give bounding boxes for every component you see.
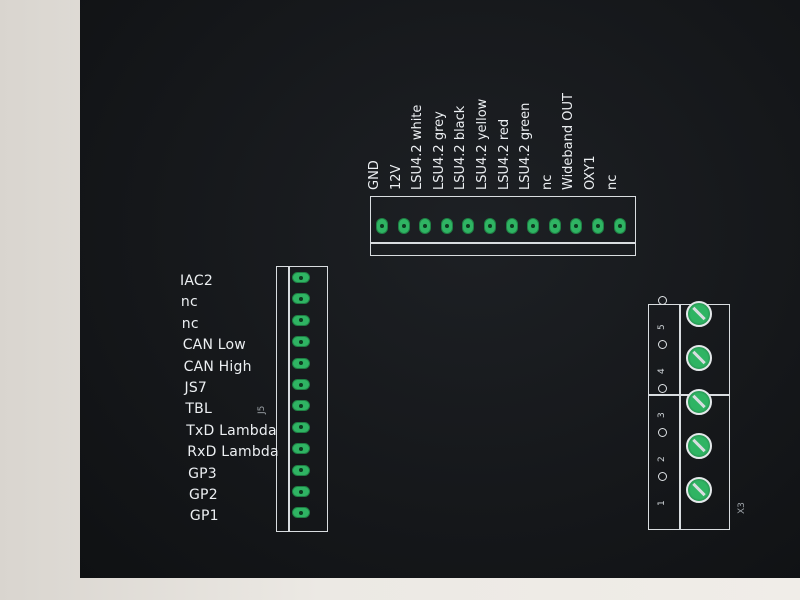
left-connector-pad [292, 272, 310, 283]
screw-terminal-screw [686, 389, 712, 415]
top-connector-pad [548, 218, 561, 234]
left-connector-outline [276, 266, 328, 532]
screw-terminal-screw [686, 301, 712, 327]
top-connector-pad [484, 218, 496, 234]
left-connector-pad [292, 357, 310, 369]
top-connector-label: nc [539, 174, 555, 190]
screw-terminal-ring [658, 472, 667, 481]
left-connector-label: GP3 [188, 465, 217, 482]
left-connector-pad [292, 421, 310, 433]
left-connector-pad [292, 486, 310, 497]
left-connector-pad [292, 336, 310, 348]
top-connector-label: GND [367, 160, 382, 190]
left-connector-label: JS7 [184, 380, 208, 396]
screw-terminal-divider [679, 305, 681, 529]
left-connector-ref: J5 [257, 405, 267, 414]
top-connector-pad [505, 218, 518, 234]
left-connector-pad [292, 400, 310, 412]
top-connector-pad [570, 218, 583, 234]
screw-terminal-pin-number: 3 [657, 412, 667, 418]
top-connector-label: OXY1 [583, 155, 598, 190]
left-connector-pad [292, 464, 310, 476]
screw-terminal-pin-number: 1 [657, 500, 667, 506]
screw-terminal-screw [686, 477, 712, 503]
top-connector-pad [527, 218, 540, 234]
top-connector-label: LSU4.2 white [410, 104, 426, 190]
top-connector-pad [440, 218, 453, 234]
left-connector-label: RxD Lambda [187, 444, 279, 461]
top-connector-pad [613, 218, 626, 234]
left-connector-pad [292, 443, 310, 455]
top-connector-pad [419, 218, 432, 234]
top-connector-inner-line [371, 242, 635, 244]
top-connector-pad [592, 218, 604, 234]
screw-terminal-ring [658, 384, 667, 393]
left-connector-label: TBL [185, 401, 212, 418]
left-connector-label: TxD Lambda [186, 422, 277, 439]
left-connector-label: GP2 [189, 487, 218, 503]
top-connector-pad [462, 218, 475, 234]
top-connector-label: LSU4.2 grey [431, 111, 447, 190]
top-connector-pad [376, 218, 388, 234]
screw-terminal-screw [686, 345, 712, 371]
top-connector-label: Wideband OUT [561, 93, 577, 190]
screw-terminal-ref: X3 [737, 502, 747, 514]
top-connector-pad [397, 218, 410, 234]
screw-terminal-pin-number: 4 [657, 368, 667, 374]
top-connector-label: 12V [388, 164, 404, 190]
top-connector-label: LSU4.2 green [518, 102, 534, 190]
top-connector-label: nc [604, 174, 620, 190]
left-connector-pad [292, 314, 310, 326]
left-connector-pad [292, 507, 310, 519]
top-connector-label: LSU4.2 yellow [475, 98, 490, 190]
left-connector-label: GP1 [189, 508, 219, 525]
screw-terminal-ring [658, 296, 667, 305]
screw-terminal-ring [658, 340, 667, 349]
top-connector-label: LSU4.2 black [453, 105, 469, 190]
screw-terminal-pin-number: 5 [657, 324, 667, 330]
screw-terminal-ring [658, 428, 667, 437]
top-connector-outline [370, 196, 636, 256]
left-connector-inner-line [288, 267, 290, 531]
top-connector-label: LSU4.2 red [496, 118, 512, 190]
left-connector-label: nc [181, 315, 199, 332]
screw-terminal-pin-number: 2 [657, 456, 667, 462]
left-connector-label: IAC2 [180, 273, 213, 289]
left-connector-pad [292, 293, 310, 305]
left-connector-label: nc [180, 294, 198, 311]
screw-terminal-screw [686, 433, 712, 459]
left-connector-label: CAN High [183, 358, 252, 375]
left-connector-label: CAN Low [182, 337, 246, 354]
left-connector-pad [292, 379, 310, 390]
